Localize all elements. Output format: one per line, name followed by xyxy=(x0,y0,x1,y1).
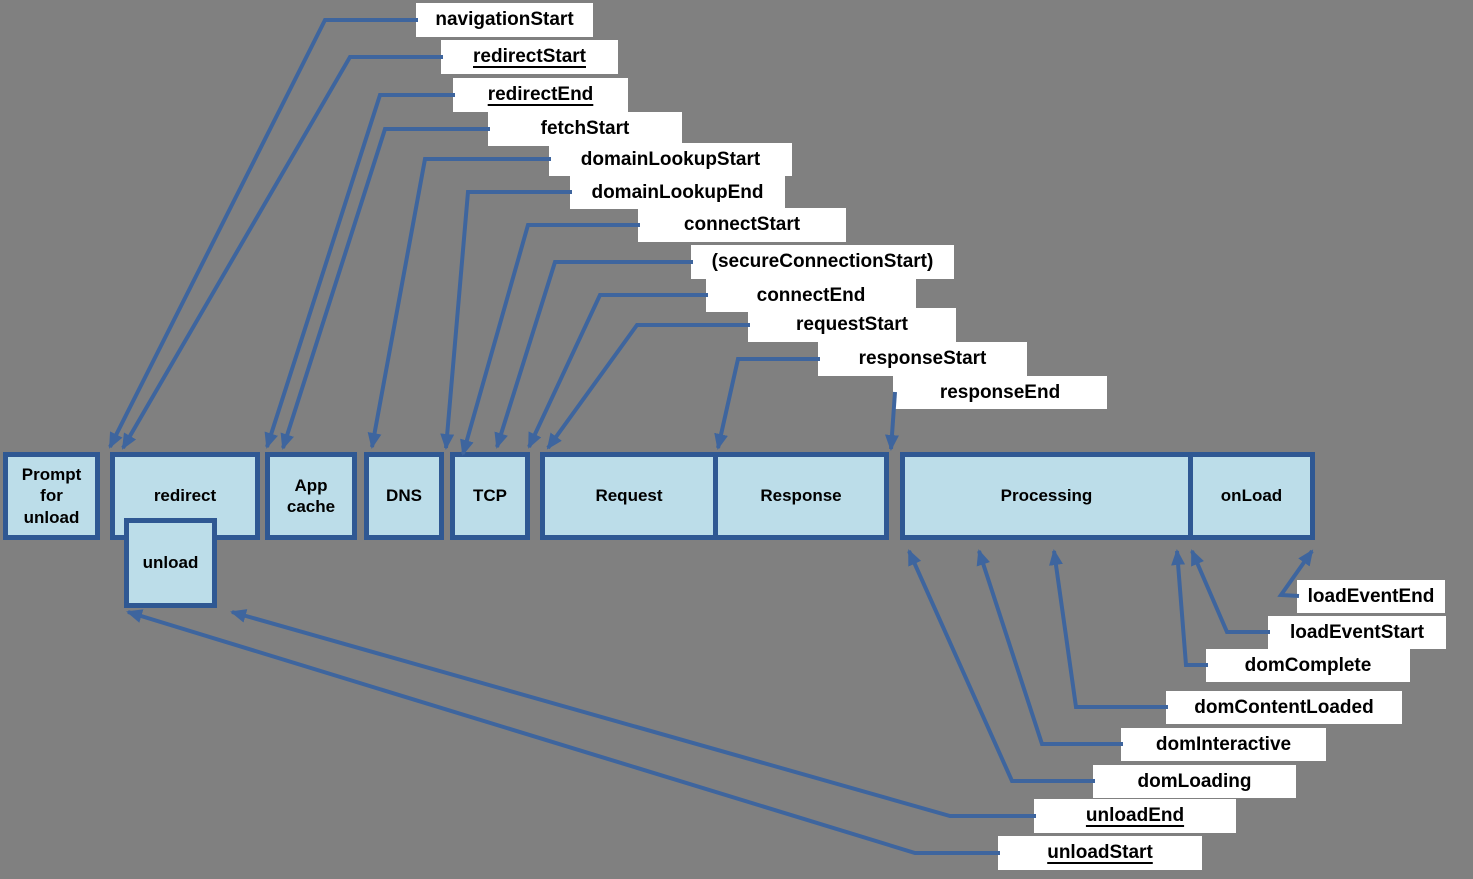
event-label-text: (secureConnectionStart) xyxy=(711,251,934,272)
event-label-text: responseEnd xyxy=(939,381,1061,403)
event-label-responseEnd: responseEnd xyxy=(893,376,1107,409)
event-label-text: unloadStart xyxy=(1047,842,1153,863)
event-label-redirectStart: redirectStart xyxy=(441,40,618,74)
leader-arrow-requestStart xyxy=(546,323,750,450)
event-label-connectStart: connectStart xyxy=(638,208,846,242)
leader-arrow-navigationStart xyxy=(108,18,418,449)
event-label-domComplete: domComplete xyxy=(1206,649,1410,682)
event-label-loadEventStart: loadEventStart xyxy=(1268,616,1446,649)
event-label-text: navigationStart xyxy=(435,9,574,30)
event-label-domInteractive: domInteractive xyxy=(1121,728,1326,761)
event-label-requestStart: requestStart xyxy=(748,308,956,342)
event-label-text: unloadEnd xyxy=(1085,805,1185,826)
phase-box-tcp: TCP xyxy=(450,452,530,540)
leader-arrow-unloadEnd xyxy=(230,609,1036,818)
event-label-navigationStart: navigationStart xyxy=(416,3,593,37)
event-label-text: domLoading xyxy=(1137,770,1252,792)
phase-box-label: TCP xyxy=(473,486,507,506)
leader-arrow-domComplete xyxy=(1171,549,1208,667)
phase-box-prompt-for-unload: Prompt for unload xyxy=(3,452,100,540)
phase-box-dns: DNS xyxy=(364,452,444,540)
event-label-text: loadEventEnd xyxy=(1307,585,1435,607)
event-label-text: responseStart xyxy=(858,348,987,369)
event-label-text: domInteractive xyxy=(1155,733,1292,755)
leader-arrow-domContentLoaded xyxy=(1049,549,1168,709)
event-label-domainLookupStart: domainLookupStart xyxy=(549,143,792,176)
phase-box-request: Request xyxy=(540,452,718,540)
phase-box-response: Response xyxy=(713,452,889,540)
leader-arrow-connectStart xyxy=(460,223,640,456)
event-label-text: domainLookupEnd xyxy=(591,181,764,203)
leader-arrow-redirectStart xyxy=(121,55,443,450)
event-label-domainLookupEnd: domainLookupEnd xyxy=(570,176,785,209)
leader-arrow-redirectEnd xyxy=(264,93,455,449)
leader-arrow-domInteractive xyxy=(976,549,1123,746)
phase-box-label: unload xyxy=(142,553,199,573)
event-label-connectEnd: connectEnd xyxy=(706,279,916,312)
event-label-text: loadEventStart xyxy=(1289,621,1425,643)
leader-arrow-responseStart xyxy=(714,357,820,450)
event-label-domLoading: domLoading xyxy=(1093,765,1296,798)
leader-arrow-domainLookupEnd xyxy=(440,190,572,450)
leader-arrow-connectEnd xyxy=(527,293,708,449)
leader-arrow-loadEventStart xyxy=(1190,549,1270,634)
event-label-unloadStart: unloadStart xyxy=(998,836,1202,870)
event-label-text: domainLookupStart xyxy=(580,148,761,170)
event-label-responseStart: responseStart xyxy=(818,342,1027,376)
event-label-text: redirectEnd xyxy=(487,84,594,105)
phase-box-app-cache: App cache xyxy=(265,452,357,540)
leader-arrow-domLoading xyxy=(907,549,1095,783)
event-label-domContentLoaded: domContentLoaded xyxy=(1166,691,1402,724)
leader-arrow-fetchStart xyxy=(280,127,490,450)
phase-box-label: Processing xyxy=(1000,486,1093,506)
phase-box-label: onLoad xyxy=(1220,486,1283,506)
phase-box-label: App cache xyxy=(286,475,336,516)
phase-box-processing: Processing xyxy=(900,452,1193,540)
event-label-text: requestStart xyxy=(796,314,908,335)
event-label-text: connectStart xyxy=(683,214,801,235)
event-label-text: connectEnd xyxy=(756,284,866,306)
leader-arrow-unloadStart xyxy=(126,609,1000,855)
event-label-text: redirectStart xyxy=(473,46,586,67)
event-label-unloadEnd: unloadEnd xyxy=(1034,799,1236,833)
event-label-text: fetchStart xyxy=(540,118,630,139)
event-label-text: domContentLoaded xyxy=(1194,696,1374,718)
phase-box-label: Prompt for unload xyxy=(21,465,82,527)
phase-box-label: redirect xyxy=(153,486,217,506)
event-label-text: domComplete xyxy=(1244,654,1372,676)
event-label-secureConnectionStart: (secureConnectionStart) xyxy=(691,245,954,279)
event-label-fetchStart: fetchStart xyxy=(488,112,682,146)
phase-box-label: Response xyxy=(760,486,842,506)
phase-box-label: DNS xyxy=(386,486,422,506)
phase-box-onload: onLoad xyxy=(1188,452,1315,540)
leader-arrow-secureConnectionStart xyxy=(494,260,693,449)
phase-box-unload: unload xyxy=(124,518,217,608)
event-label-loadEventEnd: loadEventEnd xyxy=(1297,580,1445,613)
event-label-redirectEnd: redirectEnd xyxy=(453,78,628,112)
leader-arrow-domainLookupStart xyxy=(367,157,551,449)
phase-box-label: Request xyxy=(595,486,663,506)
